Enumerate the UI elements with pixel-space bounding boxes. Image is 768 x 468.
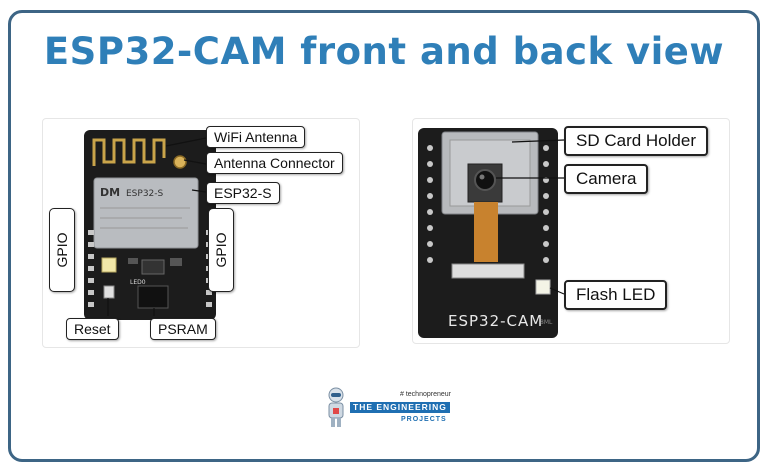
svg-text:8ML: 8ML xyxy=(540,319,553,326)
shield-chip-text: ESP32-S xyxy=(126,189,164,199)
board-silkscreen: ESP32-CAM xyxy=(448,312,543,330)
gpio-left-label: GPIO xyxy=(49,208,75,292)
flash-led-label: Flash LED xyxy=(564,280,668,310)
reset-button-part xyxy=(103,285,115,299)
antenna-trace xyxy=(92,138,166,166)
fpc-connector xyxy=(451,263,525,279)
front-board-illustration: DM ESP32-S LED0 xyxy=(84,130,216,320)
reset-label: Reset xyxy=(66,318,119,340)
esp32-shield xyxy=(93,177,199,249)
esp32s-label: ESP32-S xyxy=(206,182,280,204)
svg-text:LED0: LED0 xyxy=(130,279,146,286)
psram-label: PSRAM xyxy=(150,318,216,340)
camera-lens xyxy=(474,169,496,191)
camera-ribbon xyxy=(474,202,498,262)
sd-card-holder-label: SD Card Holder xyxy=(564,126,708,156)
wifi-antenna-label: WiFi Antenna xyxy=(206,126,306,148)
diagram-title: ESP32-CAM front and back view xyxy=(43,30,725,73)
front-flash-led xyxy=(101,257,117,273)
shield-brand-text: DM xyxy=(100,186,120,199)
psram-chip xyxy=(137,285,169,309)
robot-logo-icon xyxy=(328,387,344,427)
logo-line2: PROJECTS xyxy=(401,416,447,423)
antenna-connector-label: Antenna Connector xyxy=(206,152,343,174)
camera-label: Camera xyxy=(564,164,649,194)
logo-tagline: # technopreneur xyxy=(400,391,451,398)
gpio-right-label: GPIO xyxy=(208,208,234,292)
flash-led-part xyxy=(535,279,551,295)
antenna-connector-part xyxy=(173,155,187,169)
back-board-illustration: ESP32-CAM 8ML xyxy=(418,128,565,338)
logo-line1: THE ENGINEERING xyxy=(350,402,450,413)
left-pin-header xyxy=(88,230,94,307)
back-pin-holes xyxy=(427,145,549,263)
